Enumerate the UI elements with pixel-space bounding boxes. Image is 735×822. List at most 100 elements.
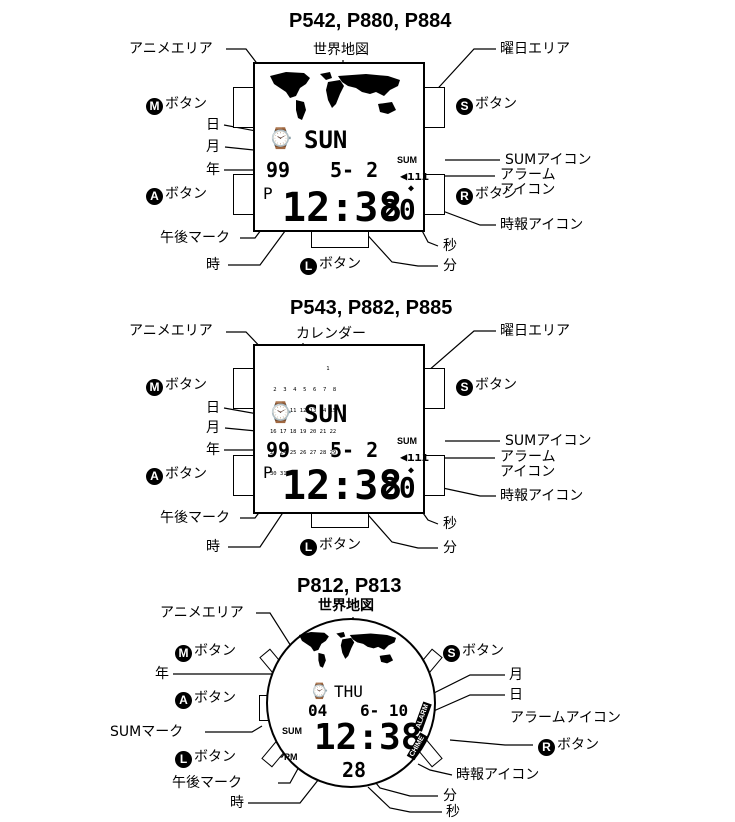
month-label-1: 月 [206,139,220,155]
day-label-3: 日 [509,687,523,703]
a-button-1[interactable] [233,174,254,215]
r-button-1[interactable] [424,174,445,215]
m-circle-icon: M [146,379,163,396]
l-circle-icon: L [175,751,192,768]
animation-icon-2: ⌚ [268,400,293,424]
alarm-icon-label-1a: アラーム [500,167,556,183]
a-button-text-1: ボタン [165,186,207,202]
calendar-row: 16 17 18 19 20 21 22 [270,429,337,435]
r-button-2[interactable] [424,455,445,496]
sum-icon-label-1: SUMアイコン [505,152,592,168]
pm-mark-label-1: 午後マーク [160,230,230,246]
sum-indicator-3: SUM [282,726,302,736]
year-label-1: 年 [206,162,220,178]
diagram2-title: P543, P882, P885 [290,297,453,319]
weekday-display-1: SUN [304,126,348,154]
pm-indicator-3: PM [284,752,298,762]
s-button-text-1: ボタン [475,96,517,112]
calendar-grid-2: 1 2 3 4 5 6 7 8 9 10 11 12 13 14 15 16 1… [270,352,336,492]
watch-case-2 [253,344,425,514]
m-button-1[interactable] [233,87,254,128]
time-display-2: 12:38 [282,463,403,509]
chime-icon-label-2: 時報アイコン [500,488,584,504]
l-button-text-3: ボタン [194,749,236,765]
r-circle-icon: R [456,188,473,205]
month-label-3: 月 [509,667,523,683]
l-button-2[interactable] [311,510,369,528]
weekday-display-2: SUN [304,400,348,428]
year-display-2: 99 [266,438,291,462]
hour-label-1: 時 [206,257,220,273]
worldmap-label-1: 世界地図 [313,42,369,58]
m-button-2[interactable] [233,368,254,409]
s-circle-icon: S [456,379,473,396]
diagram3-title: P812, P813 [297,575,402,597]
weekday-display-3: THU [334,682,363,701]
day-label-2: 日 [206,400,220,416]
m-button-text-3: ボタン [194,643,236,659]
sum-indicator-2: SUM [397,436,417,446]
world-map-1 [270,72,400,120]
minute-label-2: 分 [443,540,457,556]
worldmap-label-3: 世界地図 [318,598,374,614]
time-display-1: 12:38 [282,185,403,231]
r-button-text-1: ボタン [475,186,517,202]
seconds-label-3: 秒 [446,804,460,820]
animation-icon-1: ⌚ [268,126,293,150]
calendar-row: 30 31 [270,471,287,477]
l-button-text-2: ボタン [319,537,361,553]
minute-label-3: 分 [443,788,457,804]
m-button-text-1: ボタン [165,96,207,112]
anime-area-label-3: アニメエリア [160,605,244,621]
s-button-text-2: ボタン [475,377,517,393]
sum-mark-label-3: SUMマーク [110,724,184,740]
a-button-text-2: ボタン [165,466,207,482]
calendar-row: 9 10 11 12 13 14 15 [270,408,337,414]
s-button-1[interactable] [424,87,445,128]
year-label-3: 年 [155,666,169,682]
pm-mark-label-2: 午後マーク [160,510,230,526]
watch-case-3 [266,618,436,788]
anime-area-label-2: アニメエリア [129,323,213,339]
year-display-1: 99 [266,158,291,182]
calendar-row: 23 24 25 26 27 28 29 [270,450,337,456]
seconds-display-2: 20 [382,471,416,504]
s-circle-icon: S [456,98,473,115]
minute-label-1: 分 [443,258,457,274]
hour-label-3: 時 [230,795,244,811]
a-button-2[interactable] [233,455,254,496]
chime-icon-1: ◆ [408,183,415,194]
calendar-row: 2 3 4 5 6 7 8 [270,387,337,393]
l-circle-icon: L [300,539,317,556]
chime-icon-label-1: 時報アイコン [500,217,584,233]
a-circle-icon: A [175,692,192,709]
s-circle-icon: S [443,645,460,662]
a-circle-icon: A [146,188,163,205]
seconds-label-1: 秒 [443,238,457,254]
month-day-display-2: 5- 2 [330,438,379,462]
l-button-1[interactable] [311,230,369,248]
alarm-icon-label-3: アラームアイコン [510,710,621,726]
alarm-icon-label-2b: アイコン [500,464,556,480]
l-button-text-1: ボタン [319,256,361,272]
r-circle-icon: R [538,739,555,756]
day-label-1: 日 [206,117,220,133]
m-circle-icon: M [146,98,163,115]
a-button-text-3: ボタン [194,690,236,706]
weekday-area-label-1: 曜日エリア [500,41,570,57]
weekday-area-label-2: 曜日エリア [500,323,570,339]
chime-icon-label-3: 時報アイコン [456,767,540,783]
s-button-2[interactable] [424,368,445,409]
anime-area-label-1: アニメエリア [129,41,213,57]
chime-icon-2: ◆ [408,465,415,476]
diagram1-title: P542, P880, P884 [289,10,452,32]
month-day-display-1: 5- 2 [330,158,379,182]
